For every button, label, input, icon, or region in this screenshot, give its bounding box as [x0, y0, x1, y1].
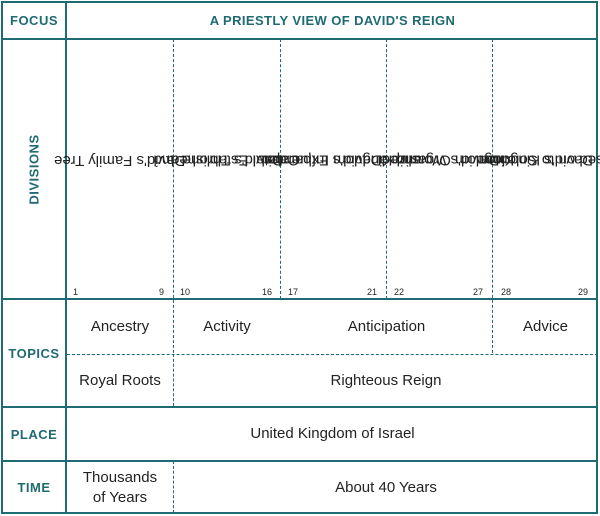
- division-1-start: 1: [73, 287, 79, 297]
- focus-label: FOCUS: [10, 13, 58, 28]
- topic-ancestry: Ancestry: [90, 318, 150, 335]
- division-5: David's Kingdom Passed on to Solomon: [479, 40, 600, 280]
- division-5-line2: Passed on to Solomon: [478, 151, 600, 169]
- division-3-end: 21: [367, 287, 378, 297]
- division-5-start: 28: [501, 287, 512, 297]
- division-2-end: 16: [262, 287, 273, 297]
- division-5-end: 29: [578, 287, 589, 297]
- rule-focus-bottom: [1, 38, 598, 40]
- topic-advice: Advice: [522, 318, 569, 335]
- dash-time: [173, 461, 174, 513]
- time-thousands: Thousands of Years: [67, 462, 173, 513]
- time-about-40: About 40 Years: [335, 478, 437, 496]
- divisions-label: DIVISIONS: [26, 133, 42, 205]
- division-1-end: 9: [159, 287, 165, 297]
- time-label: TIME: [17, 480, 51, 495]
- topics-label: TOPICS: [8, 345, 60, 361]
- time-thousands-line1: Thousands: [82, 468, 158, 486]
- dash-col-2: [280, 39, 281, 299]
- time-thousands-line2: of Years: [92, 488, 148, 506]
- chart-title: A PRIESTLY VIEW OF DAVID'S REIGN: [209, 13, 456, 28]
- rule-divisions-bottom: [1, 298, 598, 300]
- topic-royal-roots: Royal Roots: [79, 371, 161, 389]
- topic-righteous-reign: Righteous Reign: [330, 371, 442, 389]
- place-value: United Kingdom of Israel: [250, 425, 415, 442]
- topic-activity: Activity: [203, 318, 251, 335]
- rule-label-column: [65, 1, 67, 514]
- rule-place-bottom: [1, 460, 598, 462]
- division-4-end: 27: [473, 287, 484, 297]
- dash-col-4: [492, 39, 493, 353]
- division-2-start: 10: [180, 287, 191, 297]
- dash-col-3: [386, 39, 387, 299]
- dash-topics-mid: [67, 354, 598, 355]
- rule-topics-bottom: [1, 406, 598, 408]
- division-4-start: 22: [394, 287, 405, 297]
- place-label: PLACE: [10, 426, 58, 442]
- dash-topics-row2: [173, 354, 174, 406]
- topic-anticipation: Anticipation: [347, 318, 426, 335]
- division-3-start: 17: [288, 287, 299, 297]
- dash-col-1: [173, 39, 174, 353]
